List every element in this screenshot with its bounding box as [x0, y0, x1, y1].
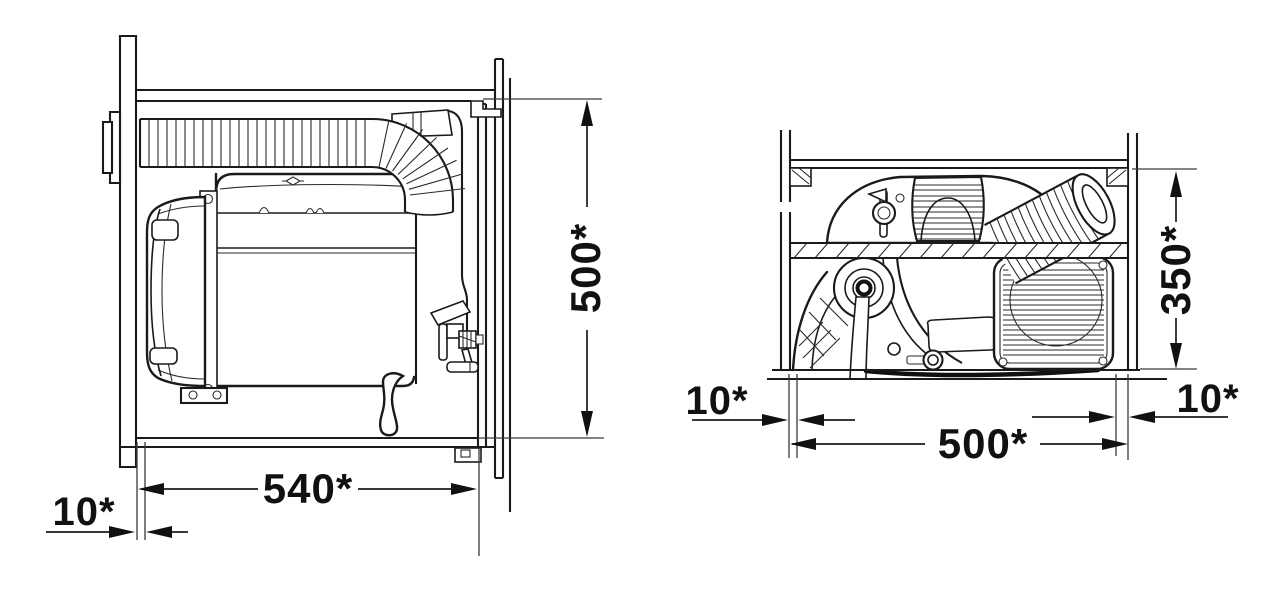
front-right-clearance-label: 10*	[1176, 377, 1239, 421]
front-width-label: 500*	[938, 420, 1028, 467]
screw-icon	[188, 390, 198, 400]
side-right-wall	[454, 57, 512, 512]
fixing-hole	[887, 342, 901, 356]
front-height-dimension: 350*	[1132, 168, 1199, 370]
wall-break	[778, 202, 793, 212]
front-left-clearance-dimension: 10*	[685, 379, 855, 426]
side-height-dimension: 500*	[478, 98, 609, 439]
intermediate-shelf	[790, 241, 1128, 260]
screw-icon	[1098, 356, 1108, 366]
upper-intake-grille	[911, 175, 985, 243]
duct-ribs	[148, 119, 366, 167]
water-connection	[446, 361, 479, 373]
screw-icon	[1098, 260, 1108, 270]
drain-plug	[906, 349, 944, 371]
corrugated-air-duct-side	[138, 117, 466, 216]
hatch-block-right	[1106, 167, 1129, 187]
valve-fittings	[429, 300, 484, 373]
side-depth-dimension: 540*	[136, 442, 480, 556]
valve-flag	[866, 187, 887, 204]
door-latch	[149, 347, 178, 365]
front-width-dimension: 500*	[788, 374, 1129, 467]
side-view-drawing: 500* 540* 10*	[46, 34, 609, 556]
mounting-bracket	[429, 300, 472, 327]
front-right-clearance-dimension: 10*	[1032, 377, 1239, 423]
front-cabinet-structure	[767, 130, 1167, 381]
safety-valve	[866, 187, 905, 238]
side-clearance-dimension: 10*	[46, 490, 188, 538]
boiler-side-view	[214, 109, 469, 388]
side-floor-panel	[120, 436, 495, 449]
door-latch	[151, 219, 179, 241]
heater-unit-edge	[448, 109, 469, 340]
drain-tube	[378, 372, 406, 437]
front-left-clearance-label: 10*	[685, 379, 748, 423]
screw-icon	[212, 390, 222, 400]
recessed-slot	[926, 316, 1000, 353]
pipe-connection-hub	[832, 256, 896, 380]
side-height-label: 500*	[562, 223, 609, 313]
wall-mount-bracket-top	[470, 100, 502, 118]
cable-clip	[258, 206, 270, 214]
cable-clip	[305, 207, 325, 214]
hatch-block-left	[789, 167, 812, 187]
front-left-wall	[779, 130, 792, 370]
screw-icon	[998, 357, 1008, 367]
top-beam	[790, 158, 1128, 170]
front-height-label: 350*	[1152, 225, 1199, 315]
duct-bend-ribs	[378, 119, 466, 196]
side-depth-label: 540*	[263, 465, 353, 512]
access-door	[145, 195, 207, 388]
vent-marker-icon	[282, 176, 304, 186]
front-view-drawing: 350* 500* 10* 10*	[685, 130, 1239, 467]
side-left-wall	[101, 34, 138, 469]
side-ceiling-panel	[136, 88, 495, 103]
side-clearance-label: 10*	[52, 490, 115, 534]
